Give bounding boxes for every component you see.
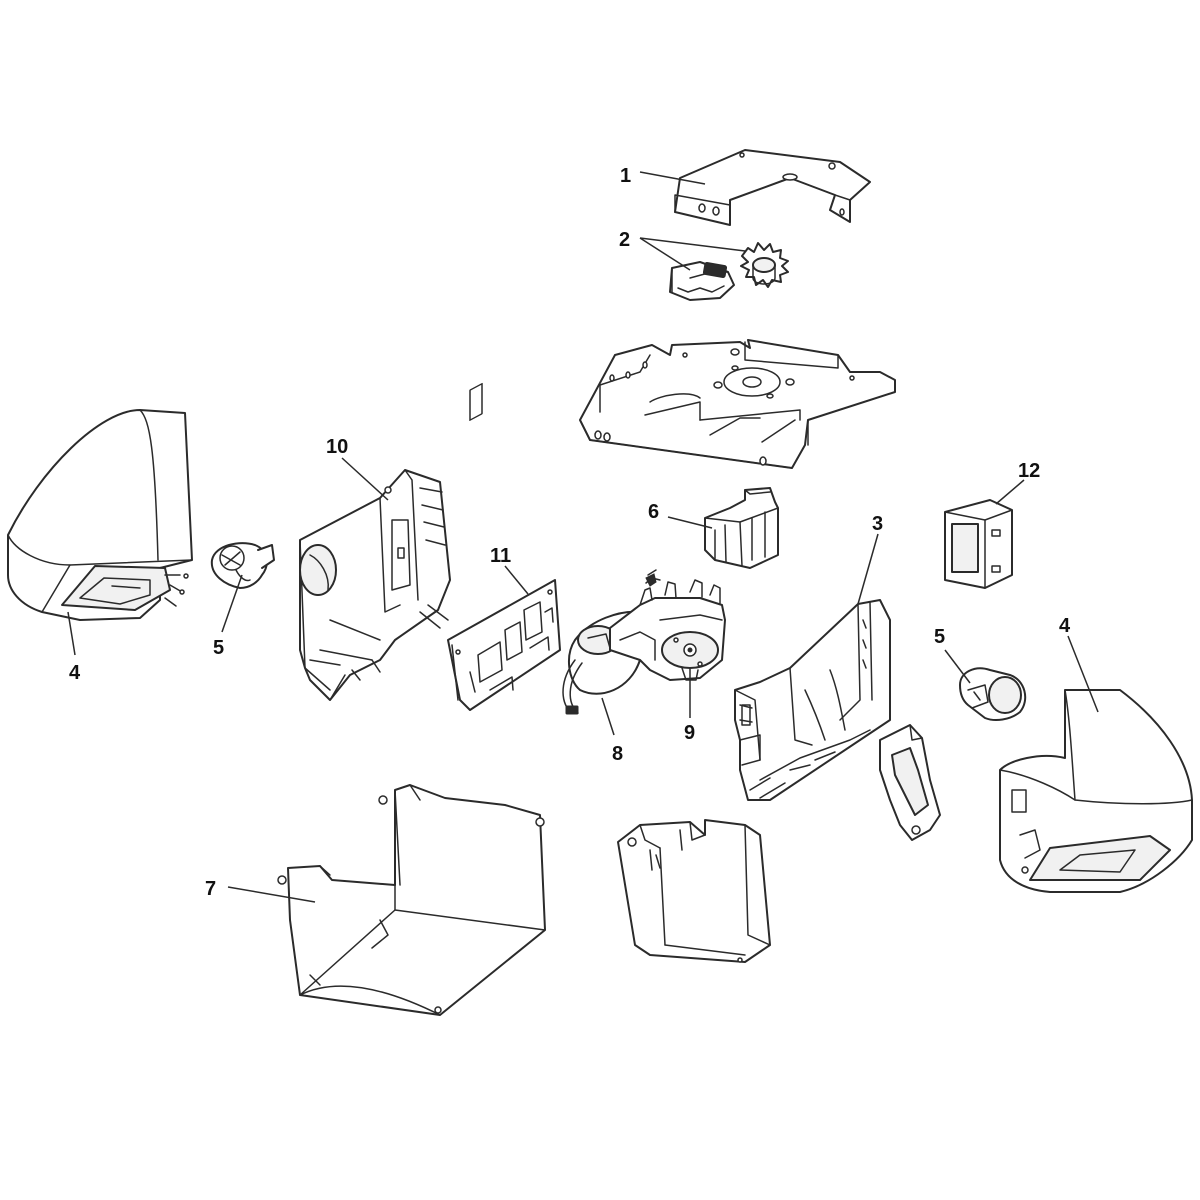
callout-6: 6: [648, 501, 659, 523]
leader-1: [639, 171, 706, 185]
callout-4-left: 4: [69, 662, 81, 684]
part-10-side-panel: [299, 469, 451, 701]
callout-8: 8: [612, 743, 623, 765]
callout-10: 10: [326, 436, 348, 458]
callout-4-right: 4: [1059, 615, 1071, 637]
leader-4-right: [1067, 635, 1099, 713]
part-12-lens-box: [944, 499, 1013, 589]
leader-2-a: [639, 237, 746, 252]
part-6-transformer: [704, 487, 779, 569]
callout-11: 11: [490, 545, 511, 567]
leader-lines: [67, 171, 1099, 903]
part-5-lamp-socket-left: [210, 542, 275, 589]
callout-9: 9: [684, 722, 695, 744]
leader-11: [504, 565, 529, 595]
sprocket-gear: [740, 242, 789, 288]
callout-5-right: 5: [934, 626, 945, 648]
part-4-end-cover-right: [999, 689, 1193, 893]
part-5-lamp-socket-right: [959, 667, 1027, 721]
bottom-housing: [617, 819, 771, 963]
callout-12: 12: [1018, 460, 1040, 482]
drive-block: [669, 261, 735, 301]
leader-3: [857, 533, 879, 605]
leader-6: [667, 516, 713, 529]
part-2-sprocket-and-block: [669, 242, 789, 301]
callouts: 1 2 3 4 5 5 4 6 7 8 9 10 11 12: [69, 165, 1071, 900]
part-9-gear-housing: [609, 569, 726, 681]
leader-4-left: [67, 611, 76, 656]
cord-bracket: [879, 724, 941, 841]
leader-10: [341, 457, 389, 501]
callout-3: 3: [872, 513, 883, 535]
part-11-circuit-board: [447, 382, 561, 711]
callout-2: 2: [619, 229, 630, 251]
chassis-plate: [579, 339, 896, 469]
leader-5-left: [221, 574, 243, 633]
part-1-bracket: [674, 149, 871, 226]
part-3-side-panel: [734, 599, 891, 801]
leader-5-right: [944, 649, 971, 684]
callout-1: 1: [620, 165, 631, 187]
callout-7: 7: [205, 878, 216, 900]
leader-2-b: [639, 237, 691, 271]
leader-12: [995, 479, 1025, 505]
leader-7: [227, 886, 316, 903]
callout-5-left: 5: [213, 637, 224, 659]
leader-8: [601, 697, 615, 736]
part-7-bottom-cover: [277, 784, 546, 1016]
part-4-end-cover-left: [7, 409, 193, 621]
